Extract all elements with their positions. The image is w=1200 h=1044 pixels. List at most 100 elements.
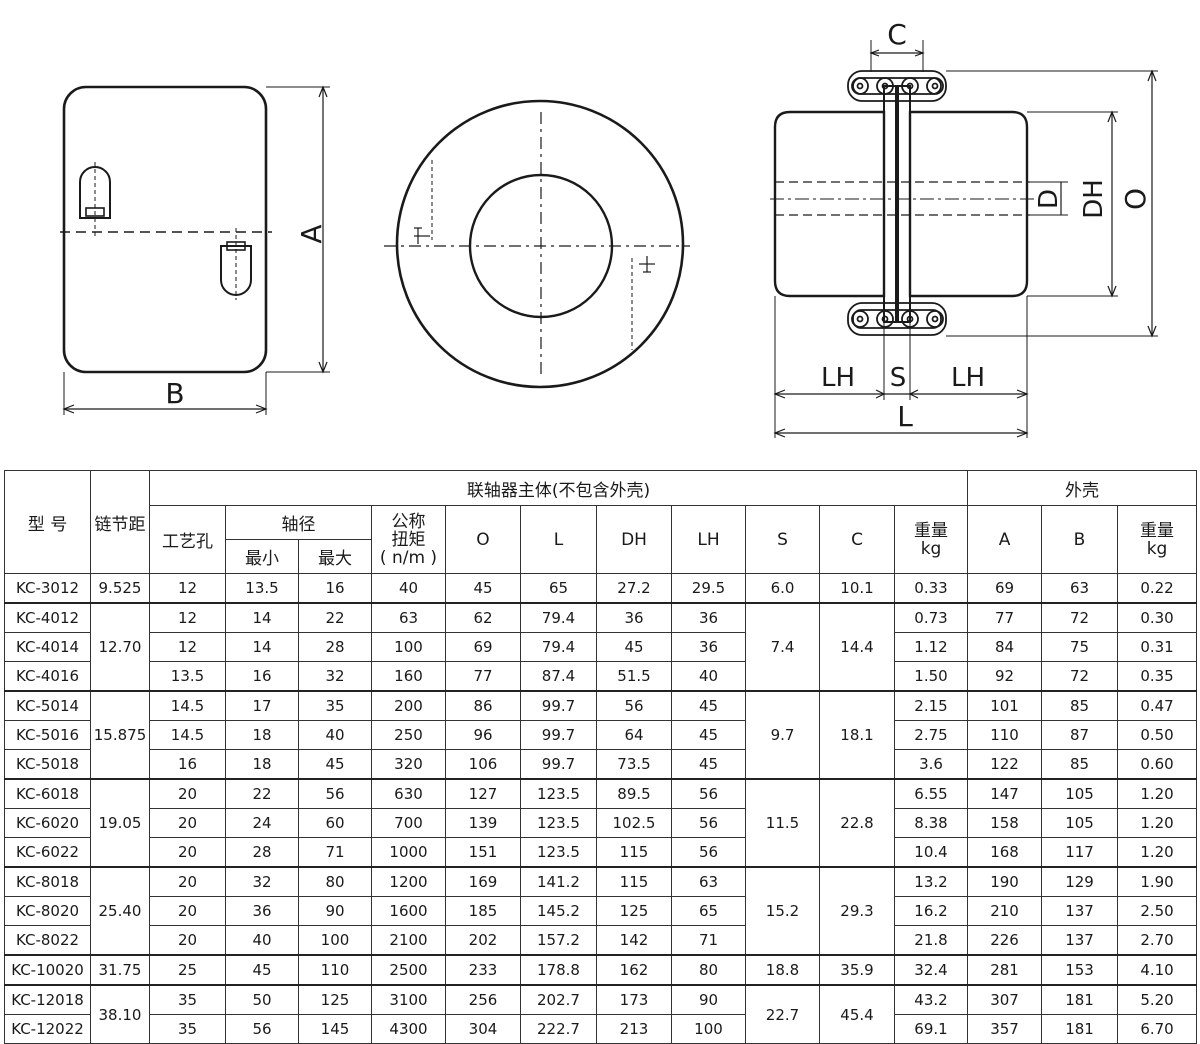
a-cell: 190 xyxy=(967,866,1043,897)
weight-cell: 21.8 xyxy=(893,925,969,956)
process-hole-cell: 13.5 xyxy=(149,661,226,692)
a-cell: 84 xyxy=(967,632,1043,662)
housing-weight-cell: 6.70 xyxy=(1117,1014,1198,1044)
b-cell: 117 xyxy=(1041,837,1119,868)
c-cell: 10.1 xyxy=(819,573,895,604)
coupling-side-view xyxy=(770,40,1158,438)
b-cell: 105 xyxy=(1041,778,1119,809)
s-cell: 7.4 xyxy=(745,602,820,692)
l-cell: 123.5 xyxy=(520,808,597,838)
process-hole-cell: 35 xyxy=(149,1014,226,1044)
dimension-o-label: O xyxy=(1119,188,1152,210)
a-cell: 92 xyxy=(967,661,1043,692)
c-cell: 29.3 xyxy=(819,866,895,956)
housing-weight-cell: 0.60 xyxy=(1117,749,1198,780)
header-main-body: 联轴器主体(不包含外壳) xyxy=(148,470,969,506)
a-cell: 210 xyxy=(967,896,1043,926)
process-hole-cell: 20 xyxy=(149,837,226,868)
process-hole-cell: 20 xyxy=(149,925,226,956)
b-cell: 85 xyxy=(1041,690,1119,721)
dh-cell: 45 xyxy=(596,632,672,662)
s-cell: 11.5 xyxy=(745,778,820,868)
b-cell: 87 xyxy=(1041,720,1119,750)
torque-cell: 630 xyxy=(371,778,446,809)
dh-cell: 162 xyxy=(596,954,672,986)
chain-top xyxy=(847,70,947,102)
o-cell: 233 xyxy=(445,954,521,986)
housing-outline xyxy=(62,85,268,374)
header-housing: 外壳 xyxy=(967,470,1198,506)
lh-cell: 29.5 xyxy=(671,573,746,604)
pitch-cell: 9.525 xyxy=(90,573,150,604)
weight-cell: 32.4 xyxy=(893,954,969,986)
housing-weight-cell: 1.20 xyxy=(1117,778,1198,809)
lh-cell: 100 xyxy=(671,1014,746,1044)
header-housing-weight: 重量 kg xyxy=(1117,505,1198,574)
dh-cell: 51.5 xyxy=(596,661,672,692)
shaft-max-cell: 32 xyxy=(298,661,372,692)
lh-cell: 56 xyxy=(671,808,746,838)
housing-weight-cell: 0.50 xyxy=(1117,720,1198,750)
weight-cell: 1.50 xyxy=(893,661,969,692)
process-hole-cell: 14.5 xyxy=(149,690,226,721)
torque-cell: 1600 xyxy=(371,896,446,926)
weight-cell: 2.75 xyxy=(893,720,969,750)
o-cell: 69 xyxy=(445,632,521,662)
weight-cell: 6.55 xyxy=(893,778,969,809)
dimension-s-label: S xyxy=(890,363,907,393)
process-hole-cell: 12 xyxy=(149,573,226,604)
shaft-min-cell: 45 xyxy=(225,954,299,986)
hub-left xyxy=(773,110,886,298)
shaft-min-cell: 17 xyxy=(225,690,299,721)
model-cell: KC-6018 xyxy=(4,778,91,809)
o-cell: 45 xyxy=(445,573,521,604)
lh-cell: 56 xyxy=(671,837,746,868)
l-cell: 145.2 xyxy=(520,896,597,926)
lh-cell: 71 xyxy=(671,925,746,956)
dimension-lh-left-label: LH xyxy=(821,363,855,393)
model-cell: KC-12018 xyxy=(4,984,91,1015)
housing-front-view xyxy=(60,85,330,415)
a-cell: 357 xyxy=(967,1014,1043,1044)
chain-bottom xyxy=(847,302,947,336)
housing-weight-cell: 0.30 xyxy=(1117,602,1198,633)
torque-cell: 200 xyxy=(371,690,446,721)
torque-cell: 1000 xyxy=(371,837,446,868)
o-cell: 304 xyxy=(445,1014,521,1044)
process-hole-cell: 35 xyxy=(149,984,226,1015)
dh-cell: 36 xyxy=(596,602,672,633)
lh-cell: 45 xyxy=(671,749,746,780)
shaft-min-cell: 50 xyxy=(225,984,299,1015)
l-cell: 202.7 xyxy=(520,984,597,1015)
b-cell: 129 xyxy=(1041,866,1119,897)
torque-cell: 160 xyxy=(371,661,446,692)
shaft-min-cell: 13.5 xyxy=(225,573,299,604)
keyway-mark-left xyxy=(414,227,430,244)
header-b: B xyxy=(1041,505,1119,574)
shaft-max-cell: 16 xyxy=(298,573,372,604)
shaft-min-cell: 16 xyxy=(225,661,299,692)
torque-cell: 40 xyxy=(371,573,446,604)
dimension-d-label: D xyxy=(1034,189,1064,209)
c-cell: 45.4 xyxy=(819,984,895,1044)
model-cell: KC-10020 xyxy=(4,954,91,986)
dimension-dh-label: DH xyxy=(1079,179,1109,219)
housing-weight-cell: 0.22 xyxy=(1117,573,1198,604)
shaft-min-cell: 14 xyxy=(225,632,299,662)
torque-cell: 63 xyxy=(371,602,446,633)
lh-cell: 63 xyxy=(671,866,746,897)
o-cell: 96 xyxy=(445,720,521,750)
pitch-cell: 19.05 xyxy=(90,778,150,868)
lh-cell: 45 xyxy=(671,720,746,750)
header-dh: DH xyxy=(596,505,672,574)
a-cell: 110 xyxy=(967,720,1043,750)
